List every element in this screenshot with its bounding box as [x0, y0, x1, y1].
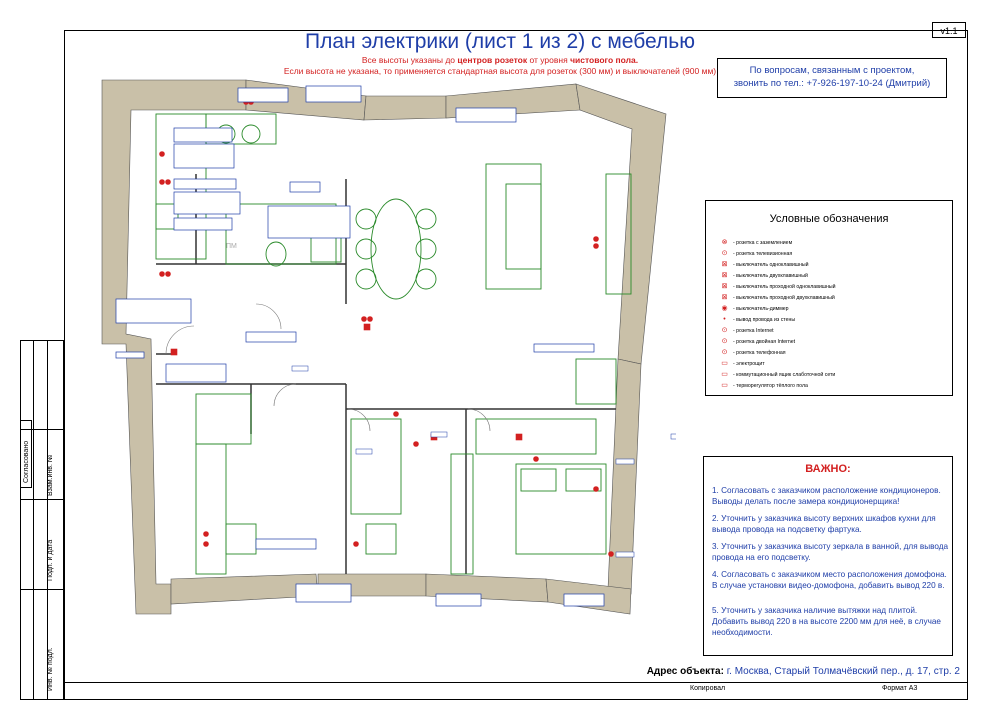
plan-furniture: [155, 113, 632, 575]
wall-north-2: [363, 95, 447, 121]
soglasovano-box: Согласовано: [20, 420, 32, 488]
legend-item-label: - розетка двойная Internet: [733, 339, 796, 345]
legend-item-label: - розетка с заземлением: [733, 240, 793, 246]
desk: [575, 358, 617, 405]
contact-line-2: звонить по тел.: +7-926-197-10-24 (Дмитр…: [733, 78, 931, 89]
legend-symbol-icon: ⊠: [721, 261, 728, 269]
legend-item: ⊙ - розетка Internet: [720, 327, 774, 336]
page-title: План электрики (лист 1 из 2) с мебелью: [305, 30, 695, 53]
format-label: Формат А3: [882, 685, 918, 692]
important-title: ВАЖНО:: [805, 463, 851, 475]
legend-symbol-icon: •: [723, 316, 726, 324]
stamp-soglasovano: Согласовано: [23, 440, 30, 483]
legend-symbol-icon: ⊙: [721, 338, 728, 346]
contact-box: По вопросам, связанным с проектом, звони…: [717, 58, 947, 98]
legend-item: ▭ - электрощит: [720, 360, 765, 369]
legend-symbol-icon: ⊗: [721, 239, 728, 247]
legend-symbol-icon: ⊙: [721, 327, 728, 335]
legend-symbol-icon: ▭: [721, 360, 728, 368]
object-address: Адрес объекта: г. Москва, Старый Толмачё…: [646, 666, 960, 677]
stamp-podp-data: Подп. и дата: [47, 539, 54, 581]
important-panel: ВАЖНО: 1. Согласовать с заказчиком распо…: [703, 456, 953, 656]
important-item: 3. Уточнить у заказчика высоту зеркала в…: [712, 542, 949, 562]
dining-table: [370, 198, 422, 300]
legend-item: ⊙ - розетка телевизионная: [720, 250, 793, 259]
legend-title: Условные обозначения: [769, 213, 889, 225]
legend-symbol-icon: ⊠: [721, 283, 728, 291]
subtitle-line-2: Если высота не указана, то применяется с…: [283, 66, 717, 76]
important-item: 1. Согласовать с заказчиком расположение…: [712, 486, 941, 506]
important-item: 5. Уточнить у заказчика наличие вытяжки …: [712, 606, 941, 637]
plan-electrics: [159, 99, 614, 557]
legend-item-label: - выключатель одноклавишный: [733, 262, 809, 268]
version-badge: v1.1: [932, 22, 966, 38]
room-label-pm: ПМ: [226, 243, 237, 250]
legend-item: ⊠ - выключатель одноклавишный: [720, 261, 809, 270]
legend-item: • - вывод провода из стены: [720, 316, 795, 325]
legend-item-label: - терморегулятор тёплого пола: [733, 383, 808, 389]
legend-item: ⊗ - розетка с заземлением: [720, 239, 793, 248]
legend-item-label: - вывод провода из стены: [733, 317, 796, 323]
legend-item: ⊠ - выключатель проходной двухклавишный: [720, 294, 835, 303]
legend-panel: Условные обозначения ⊗ - розетка с заземл…: [705, 200, 953, 396]
legend-item: ⊙ - розетка двойная Internet: [720, 338, 796, 347]
footer-divider: [64, 682, 968, 683]
sheet-frame: [64, 30, 968, 700]
stamp-column: Взам.инв. № Подп. и дата Инв. № подл.: [20, 340, 64, 700]
legend-item: ⊙ - розетка телефонная: [720, 349, 786, 358]
bed-small: [350, 418, 402, 515]
important-item: 2. Уточнить у заказчика высоту верхних ш…: [712, 514, 936, 534]
legend-item: ▭ - терморегулятор тёплого пола: [720, 382, 808, 391]
legend-symbol-icon: ▭: [721, 382, 728, 390]
legend-symbol-icon: ⊠: [721, 272, 728, 280]
legend-item: ▭ - коммутационный ящик слаботочной сети: [720, 371, 835, 380]
legend-item-label: - выключатель проходной двухклавишный: [733, 295, 835, 301]
sofa: [485, 163, 542, 290]
legend-symbol-icon: ⊙: [721, 250, 728, 258]
floor-plan: ПМ: [101, 79, 676, 615]
wall-east-lower: [607, 358, 642, 595]
legend-item: ⊠ - выключатель двухклавишный: [720, 272, 808, 281]
legend-item-label: - электрощит: [733, 361, 765, 367]
plan-notes: [115, 85, 605, 607]
stamp-vzam-inv: Взам.инв. №: [47, 454, 54, 496]
legend-item-label: - розетка телевизионная: [733, 251, 793, 257]
important-item: 4. Согласовать с заказчиком место распол…: [712, 570, 947, 590]
legend-item-label: - розетка Internet: [733, 328, 774, 334]
wardrobe-left: [195, 443, 227, 575]
legend-item-label: - выключатель-диммер: [733, 306, 789, 312]
contact-line-1: По вопросам, связанным с проектом,: [749, 65, 915, 76]
plan-doors: [165, 303, 491, 432]
wall-east: [575, 83, 667, 365]
legend-item: ◉ - выключатель-диммер: [720, 305, 789, 314]
legend-item-label: - коммутационный ящик слаботочной сети: [733, 372, 836, 378]
legend-symbol-icon: ▭: [721, 371, 728, 379]
subtitle-line-1: Все высоты указаны до центров розеток от…: [361, 55, 639, 65]
legend-item: ⊠ - выключатель проходной одноклавишный: [720, 283, 836, 292]
plan-height-tags: [291, 365, 676, 558]
stove: [155, 203, 179, 230]
legend-item-label: - выключатель двухклавишный: [733, 273, 808, 279]
legend-symbol-icon: ◉: [721, 305, 728, 313]
kopiroval-label: Копировал: [690, 685, 726, 692]
legend-symbol-icon: ⊠: [721, 294, 728, 302]
legend-item-label: - розетка телефонная: [733, 350, 786, 356]
stamp-inv-podl: Инв. № подл.: [47, 647, 54, 691]
bed-double: [515, 463, 607, 555]
legend-item-label: - выключатель проходной одноклавишный: [733, 284, 836, 290]
toilet: [265, 241, 287, 267]
legend-symbol-icon: ⊙: [721, 349, 728, 357]
